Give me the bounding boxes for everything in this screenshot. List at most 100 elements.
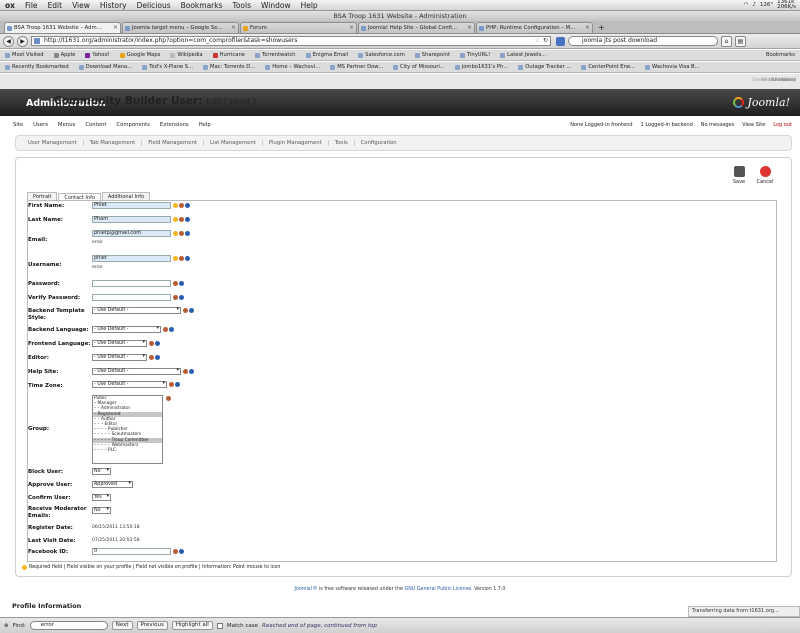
close-find-icon[interactable]: ⊗ [4, 622, 9, 629]
submenu-user-management[interactable]: User Management [22, 140, 84, 146]
new-tab-button[interactable]: + [598, 23, 605, 32]
menu-help[interactable]: Help [198, 122, 211, 128]
info-icon[interactable] [185, 217, 190, 222]
info-icon[interactable] [179, 549, 184, 554]
bookmark-item[interactable]: Recently Bookmarked [0, 64, 74, 70]
approve-user-select[interactable]: Approved [92, 481, 133, 488]
submenu-tab-management[interactable]: Tab Management [84, 140, 143, 146]
bookmark-item[interactable]: Outage Tracker ... [513, 64, 576, 70]
bookmark-star-icon[interactable]: ☆ [534, 37, 540, 44]
search-engine-icon[interactable] [556, 36, 565, 46]
onepassword-button[interactable]: 1Password [772, 78, 796, 83]
submenu-field-management[interactable]: Field Management [142, 140, 205, 146]
group-option[interactable]: – – – – – Webmasters [94, 442, 139, 448]
info-icon[interactable] [169, 327, 174, 332]
info-icon[interactable] [155, 355, 160, 360]
editor-select[interactable]: - Use Default - [92, 354, 147, 361]
use-identity-button[interactable]: Use Identity [768, 78, 796, 83]
info-icon[interactable] [179, 281, 184, 286]
group-listbox[interactable]: Public – Manager – – Administrator – Reg… [92, 395, 163, 464]
bookmark-item[interactable]: Mac: Torrents D... [198, 64, 260, 70]
bookmark-item[interactable]: CenterPoint Ene... [576, 64, 640, 70]
info-icon[interactable] [185, 203, 190, 208]
info-icon[interactable] [185, 256, 190, 261]
menu-content[interactable]: Content [85, 122, 107, 128]
save-button[interactable]: Save [728, 166, 750, 185]
browser-tab[interactable]: Joomla target menu – Google Se...× [122, 22, 239, 33]
menu-users[interactable]: Users [33, 122, 49, 128]
bookmark-item[interactable]: jombo1631's Ph... [450, 64, 513, 70]
bookmark-item[interactable]: Wikipedia [165, 52, 207, 58]
frontend-language-select[interactable]: - Use Default - [92, 340, 147, 347]
mac-menu-view[interactable]: View [72, 0, 90, 10]
group-option[interactable]: – – Author [94, 416, 116, 422]
info-icon[interactable] [189, 369, 194, 374]
mac-menu-bookmarks[interactable]: Bookmarks [180, 0, 223, 10]
submenu-configuration[interactable]: Configuration [360, 140, 397, 146]
info-icon[interactable] [189, 308, 194, 313]
verify-password-input[interactable] [92, 294, 171, 301]
browser-tab[interactable]: PHP: Runtime Configuration – M...× [476, 22, 593, 33]
bookmark-item[interactable]: Home – Wachovi... [260, 64, 325, 70]
forward-button[interactable]: ▶ [17, 35, 28, 47]
menu-menus[interactable]: Menus [58, 122, 76, 128]
bookmark-item[interactable]: Yahoo! [80, 52, 114, 58]
joomla-link[interactable]: Joomla!® [294, 587, 318, 592]
find-next-button[interactable]: Next [111, 621, 133, 630]
gpl-link[interactable]: GNU General Public License. [404, 587, 473, 592]
logout-link[interactable]: Log out [773, 122, 792, 128]
time-zone-select[interactable]: - Use Default - [92, 381, 167, 388]
menu-site[interactable]: Site [13, 122, 24, 128]
bookmark-item[interactable]: City of Missouri... [388, 64, 450, 70]
volume-icon[interactable]: ♪ [752, 2, 756, 8]
bookmark-item[interactable]: Torrentwatch [250, 52, 301, 58]
tab-contact-info[interactable]: Contact Info [58, 193, 101, 202]
info-icon[interactable] [155, 341, 160, 346]
match-case-checkbox[interactable] [216, 622, 223, 629]
wifi-icon[interactable]: ◠ [743, 2, 749, 8]
messages-link[interactable]: No messages [700, 122, 735, 128]
help-site-select[interactable]: - Use Default - [92, 368, 181, 375]
highlight-all-button[interactable]: Highlight all [171, 621, 213, 630]
generate-password-button[interactable]: Generate Password [752, 78, 796, 83]
info-icon[interactable] [179, 295, 184, 300]
email-input[interactable]: phietp@gmail.com [92, 230, 171, 237]
group-option[interactable]: – – Administrator [94, 406, 131, 412]
mac-menu-file[interactable]: File [25, 0, 38, 10]
bookmark-item[interactable]: Sharepoint [410, 52, 455, 58]
bookmarks-menu-button[interactable]: ▤ [735, 35, 746, 47]
use-wallet-button[interactable]: Use Wallet [772, 78, 796, 83]
close-tab-icon[interactable]: × [348, 24, 354, 31]
bookmark-item[interactable]: TinyURL! [455, 52, 495, 58]
search-input[interactable]: joomla jts post download [568, 36, 718, 46]
mac-menu-help[interactable]: Help [300, 0, 318, 10]
bookmark-item[interactable]: Most Visited [0, 52, 49, 58]
menu-components[interactable]: Components [116, 122, 150, 128]
bookmark-item[interactable]: Apple [49, 52, 81, 58]
mac-menu-history[interactable]: History [99, 0, 127, 10]
group-option[interactable]: – – – – PLC [94, 448, 117, 454]
bookmark-item[interactable]: Enigma Email [301, 52, 354, 58]
home-button[interactable]: ⌂ [721, 35, 732, 47]
mac-menu-app[interactable]: ox [5, 0, 15, 10]
confirm-user-select[interactable]: Yes [92, 494, 111, 501]
submenu-plugin-management[interactable]: Plugin Management [263, 140, 329, 146]
template-style-select[interactable]: - Use Default - [92, 307, 181, 314]
moderator-emails-select[interactable]: No [92, 507, 111, 514]
close-tab-icon[interactable]: × [466, 24, 472, 31]
tab-additional-info[interactable]: Additional Info [101, 192, 151, 201]
menu-extensions[interactable]: Extensions [159, 122, 189, 128]
block-user-select[interactable]: No [92, 468, 111, 475]
username-input[interactable]: phiet [92, 255, 171, 262]
info-icon[interactable] [185, 231, 190, 236]
find-previous-button[interactable]: Previous [136, 621, 168, 630]
last-name-input[interactable]: Pham [92, 216, 171, 223]
browser-tab[interactable]: BSA Troop 1631 Website – Adm...× [4, 22, 121, 33]
backend-language-select[interactable]: - Use Default - [92, 326, 161, 333]
submenu-tools[interactable]: Tools [329, 140, 355, 146]
back-button[interactable]: ◀ [3, 35, 14, 47]
bookmark-item[interactable]: Hurricane [208, 52, 250, 58]
mac-menu-edit[interactable]: Edit [47, 0, 63, 10]
cancel-button[interactable]: Cancel [754, 166, 776, 185]
view-site-link[interactable]: View Site [742, 122, 766, 128]
